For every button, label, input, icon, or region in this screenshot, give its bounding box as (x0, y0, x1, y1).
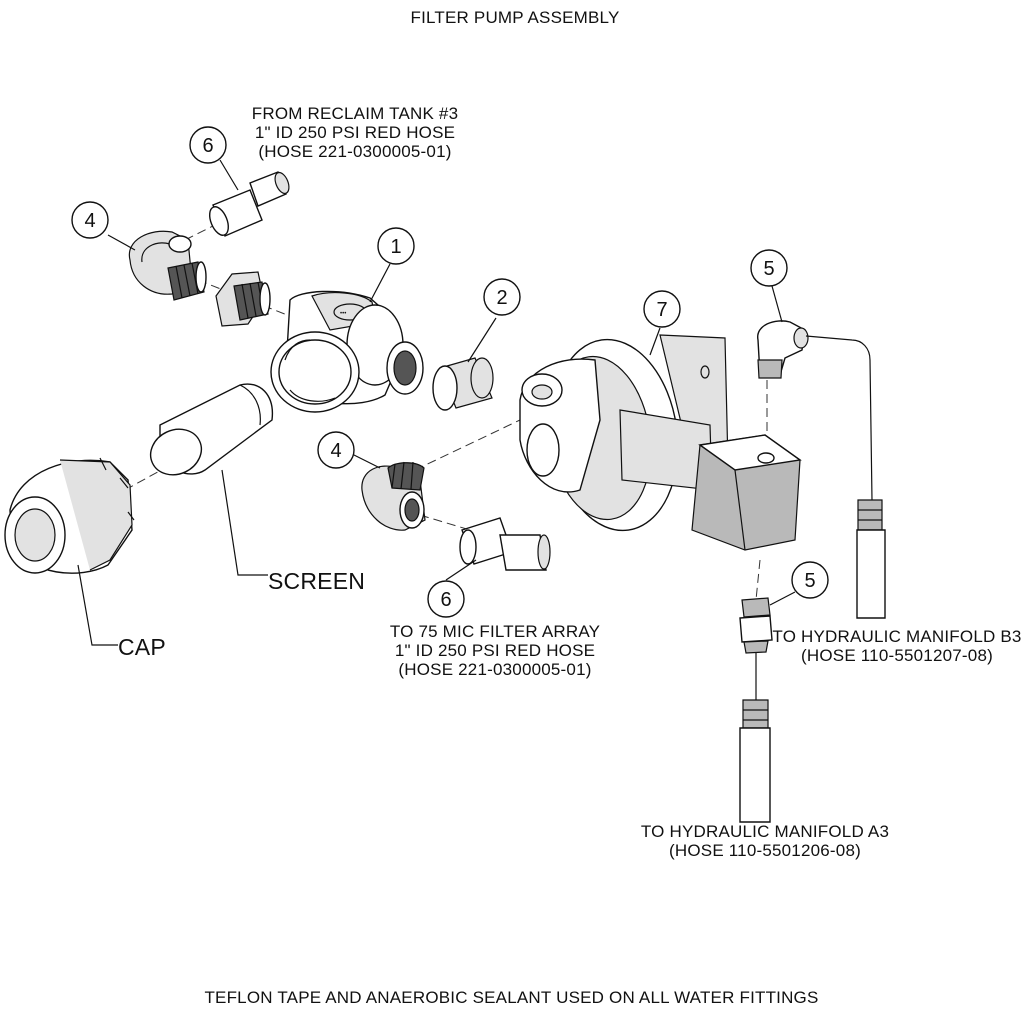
outlet-hose-label-line2: 1" ID 250 PSI RED HOSE (394, 641, 596, 660)
hydraulic-fitting-lower (739, 597, 773, 700)
inlet-hose-label: FROM RECLAIM TANK #3 1" ID 250 PSI RED H… (235, 104, 475, 161)
outlet-hose-label-line3: (HOSE 221-0300005-01) (398, 660, 592, 679)
svg-text:•••: ••• (340, 311, 346, 317)
inlet-hose-label-line3: (HOSE 221-0300005-01) (258, 142, 452, 161)
callout-number: 1 (390, 236, 401, 258)
callout-4-lower: 4 (317, 431, 355, 469)
drawing-title: FILTER PUMP ASSEMBLY (410, 8, 620, 27)
manifold-b3-label-line1: TO HYDRAULIC MANIFOLD B3 (772, 627, 1022, 646)
callout-6-upper: 6 (189, 126, 227, 164)
hose-barb-upper (208, 171, 290, 237)
callout-number: 7 (656, 299, 667, 321)
filter-housing: ••• (270, 290, 424, 413)
coupling (432, 357, 494, 411)
hose-end-a3 (739, 699, 771, 823)
screen (149, 383, 274, 476)
inlet-hose-label-line1: FROM RECLAIM TANK #3 (251, 104, 459, 123)
manifold-a3-label: TO HYDRAULIC MANIFOLD A3 (HOSE 110-55012… (640, 822, 890, 860)
callout-5-lower: 5 (791, 561, 829, 599)
callout-5-upper: 5 (750, 249, 788, 287)
elbow-fitting-lower (361, 461, 426, 531)
outlet-hose-label: TO 75 MIC FILTER ARRAY 1" ID 250 PSI RED… (375, 622, 615, 679)
inlet-hose-label-line2: 1" ID 250 PSI RED HOSE (254, 123, 456, 142)
hose-barb-lower (459, 517, 551, 571)
cap (4, 457, 135, 574)
callout-6-lower: 6 (427, 580, 465, 618)
hydraulic-elbow-upper (757, 320, 873, 501)
leader-lines (77, 159, 796, 646)
manifold-a3-label-line2: (HOSE 110-5501206-08) (669, 841, 861, 860)
callout-number: 2 (496, 287, 507, 309)
outlet-hose-label-line1: TO 75 MIC FILTER ARRAY (389, 622, 601, 641)
footer-note: TEFLON TAPE AND ANAEROBIC SEALANT USED O… (204, 988, 819, 1007)
screen-label: SCREEN (268, 568, 366, 594)
callout-2: 2 (483, 278, 521, 316)
manifold-b3-label-line2: (HOSE 110-5501207-08) (801, 646, 993, 665)
pump (519, 334, 802, 551)
callout-number: 4 (330, 440, 341, 462)
hose-end-b3 (856, 499, 886, 619)
manifold-b3-label: TO HYDRAULIC MANIFOLD B3 (HOSE 110-55012… (772, 627, 1022, 665)
manifold-a3-label-line1: TO HYDRAULIC MANIFOLD A3 (640, 822, 890, 841)
cap-label: CAP (118, 634, 166, 660)
callout-7: 7 (643, 290, 681, 328)
callout-4-upper: 4 (71, 201, 109, 239)
elbow-fitting-upper (128, 230, 207, 301)
callout-number: 6 (440, 589, 451, 611)
callout-number: 6 (202, 135, 213, 157)
callout-number: 5 (763, 258, 774, 280)
callout-number: 5 (804, 570, 815, 592)
hex-nipple (215, 271, 271, 327)
callout-1: 1 (377, 227, 415, 265)
callout-number: 4 (84, 210, 95, 232)
